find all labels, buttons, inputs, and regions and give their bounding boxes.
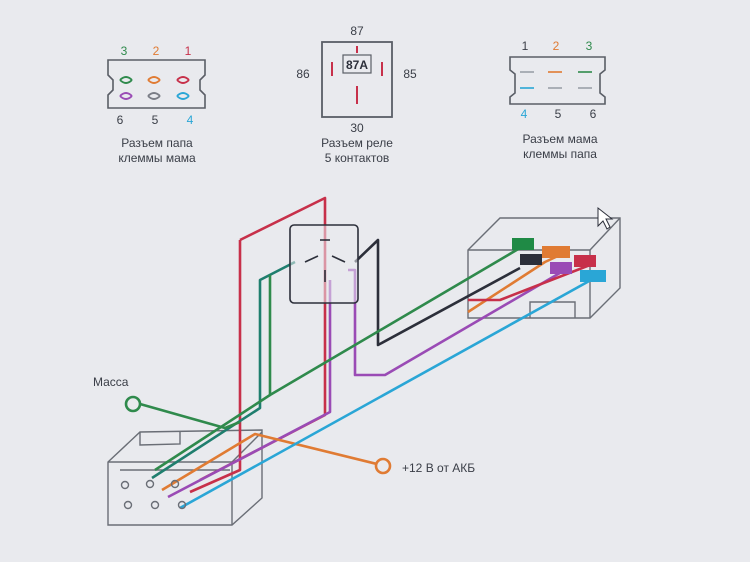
left-pin-2: 2 (153, 44, 160, 58)
ground-terminal (124, 395, 142, 413)
wire-red-right (468, 263, 591, 302)
wire-green-2 (154, 393, 271, 472)
wire-blue (179, 273, 601, 510)
relay-pin-30: 30 (350, 121, 364, 135)
relay-pin-86: 86 (296, 67, 310, 81)
right-connector-block (467, 217, 621, 319)
right-connector-pin-slots (520, 71, 592, 89)
left-pin-3: 3 (121, 44, 128, 58)
right-pin-3: 3 (586, 39, 593, 53)
relay-symbol-pins (331, 46, 383, 104)
wire-teal (151, 260, 296, 480)
right-pin-2: 2 (553, 39, 560, 53)
wire-purple-2 (167, 280, 332, 499)
relay-pin-87: 87 (350, 24, 364, 38)
left-connector-pin-hooks (119, 76, 190, 100)
bottom-left-connector-pins (120, 479, 187, 510)
right-pin-5: 5 (555, 107, 562, 121)
right-pin-1: 1 (522, 39, 529, 53)
relay-symbol-box (321, 41, 393, 118)
relay-87a-frame (342, 54, 372, 74)
right-connector-terminals (512, 238, 606, 282)
battery-label: +12 В от АКБ (402, 461, 475, 475)
left-connector-caption-line2: клеммы мама (118, 151, 196, 165)
left-pin-4: 4 (187, 113, 194, 127)
relay-pin-87a: 87A (346, 58, 368, 72)
relay-box (289, 224, 359, 304)
right-pin-4: 4 (521, 107, 528, 121)
left-pin-5: 5 (152, 113, 159, 127)
relay-pin-85: 85 (403, 67, 417, 81)
connector-male-socket-female (107, 59, 206, 109)
wire-red (189, 240, 242, 494)
ground-label: Масса (93, 375, 129, 389)
relay-caption-line2: 5 контактов (325, 151, 390, 165)
wire-orange (161, 432, 386, 492)
left-pin-1: 1 (185, 44, 192, 58)
wire-ground (139, 402, 241, 430)
wire-dark (354, 238, 521, 347)
connector-female-socket-male (509, 56, 606, 105)
mouse-cursor-icon (597, 206, 614, 230)
right-connector-caption-line1: Разъем мама (523, 132, 598, 146)
left-pin-6: 6 (117, 113, 124, 127)
right-pin-6: 6 (590, 107, 597, 121)
right-connector-caption-line2: клеммы папа (523, 147, 597, 161)
left-connector-caption-line1: Разъем папа (121, 136, 193, 150)
battery-terminal (374, 457, 392, 475)
relay-caption-line1: Разъем реле (321, 136, 393, 150)
